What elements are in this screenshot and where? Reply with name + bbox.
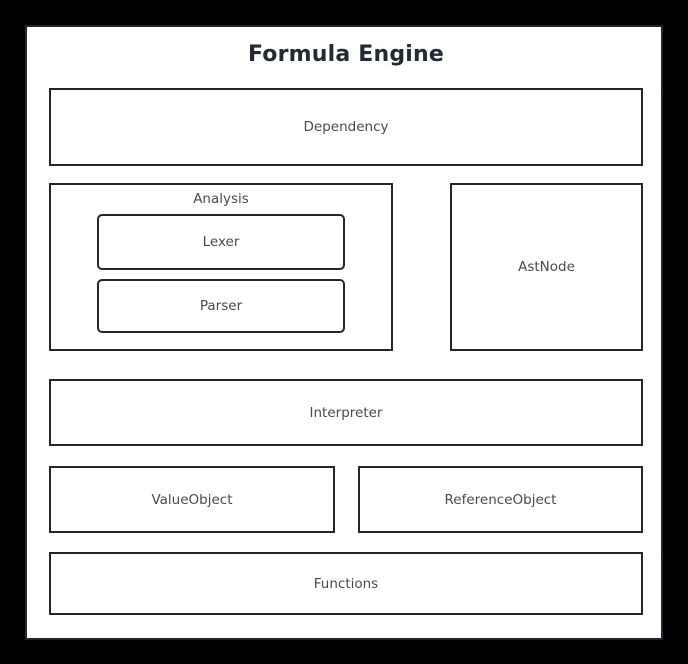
node-parser-label: Parser <box>199 298 243 314</box>
node-valueobject-label: ValueObject <box>151 491 233 508</box>
diagram-panel: Formula Engine Dependency Analysis Lexer… <box>25 25 663 640</box>
diagram-title: Formula Engine <box>247 42 445 67</box>
node-functions-label: Functions <box>313 575 379 592</box>
node-referenceobject[interactable]: ReferenceObject <box>358 466 643 533</box>
node-interpreter[interactable]: Interpreter <box>49 379 643 446</box>
node-interpreter-label: Interpreter <box>309 404 383 421</box>
node-valueobject[interactable]: ValueObject <box>49 466 335 533</box>
group-analysis-label: Analysis <box>193 191 249 207</box>
node-functions[interactable]: Functions <box>49 552 643 615</box>
node-dependency-label: Dependency <box>303 119 389 135</box>
node-referenceobject-label: ReferenceObject <box>444 491 557 508</box>
node-dependency[interactable]: Dependency <box>49 88 643 166</box>
node-parser[interactable]: Parser <box>97 279 345 333</box>
node-astnode-label: AstNode <box>518 259 575 275</box>
node-lexer-label: Lexer <box>202 234 240 250</box>
node-lexer[interactable]: Lexer <box>97 214 345 270</box>
node-astnode[interactable]: AstNode <box>450 183 643 351</box>
